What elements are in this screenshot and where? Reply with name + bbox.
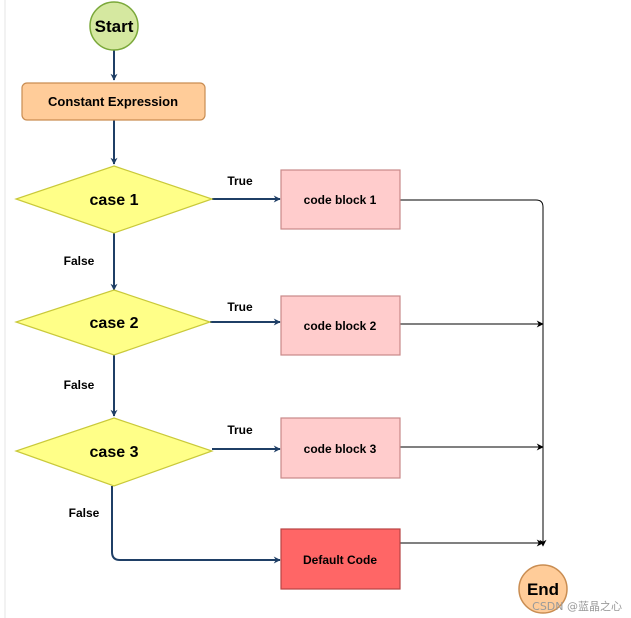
case2-label: case 2 [90,315,139,332]
code-block-2-label: code block 2 [304,319,377,333]
case1-label: case 1 [90,192,139,209]
false-label-case3: False [69,506,100,520]
case1-diamond [14,165,214,234]
case3-diamond [14,417,214,487]
code-block-2-box [280,295,401,356]
case2-diamond [14,289,212,356]
constant-expression-label: Constant Expression [48,94,178,109]
start-circle [89,1,139,51]
case1-decision: case 1 [14,165,214,234]
edge-labels: True True True False False False [64,174,253,520]
default-code-label: Default Code [303,553,377,567]
start-node: Start [89,1,139,51]
constant-expression-node: Constant Expression [21,82,206,121]
default-code-box [280,528,401,590]
true-label-case3: True [227,423,253,437]
constant-expression-box [21,82,206,121]
case3-label: case 3 [90,444,139,461]
false-label-case1: False [64,254,95,268]
watermark-text: CSDN @蓝晶之心 [532,599,622,613]
end-circle [518,564,568,614]
end-label: End [527,580,559,599]
end-node: End [518,564,568,614]
code-block-1-box [280,169,401,230]
code-block-2-node: code block 2 [280,295,401,356]
code-block-3-node: code block 3 [280,417,401,479]
code-block-3-box [280,417,401,479]
code-block-1-node: code block 1 [280,169,401,230]
code-block-3-label: code block 3 [304,442,377,456]
default-code-node: Default Code [280,528,401,590]
merge-connectors [400,199,547,547]
code-block-1-label: code block 1 [304,193,377,207]
edge-case3-default [111,486,281,564]
case2-decision: case 2 [14,289,212,356]
false-label-case2: False [64,378,95,392]
case3-decision: case 3 [14,417,214,487]
flow-connectors [110,50,281,564]
edge-block1-merge [400,199,547,547]
true-label-case2: True [227,300,253,314]
true-label-case1: True [227,174,253,188]
start-label: Start [95,17,134,36]
